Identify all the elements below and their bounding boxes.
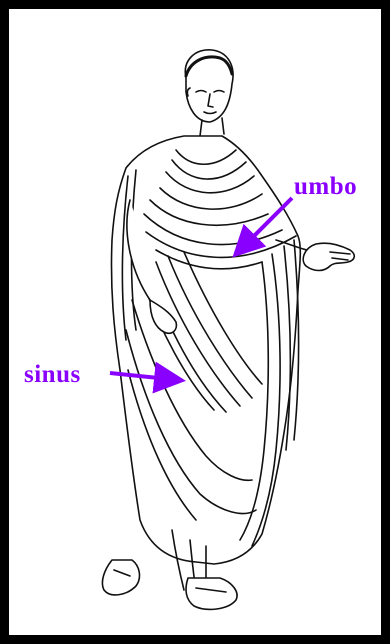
feet [102, 560, 237, 609]
toga [111, 136, 300, 594]
umbo-label: umbo [294, 174, 357, 199]
head [185, 50, 233, 122]
roman-figure [102, 50, 354, 610]
sinus-label: sinus [24, 362, 81, 387]
